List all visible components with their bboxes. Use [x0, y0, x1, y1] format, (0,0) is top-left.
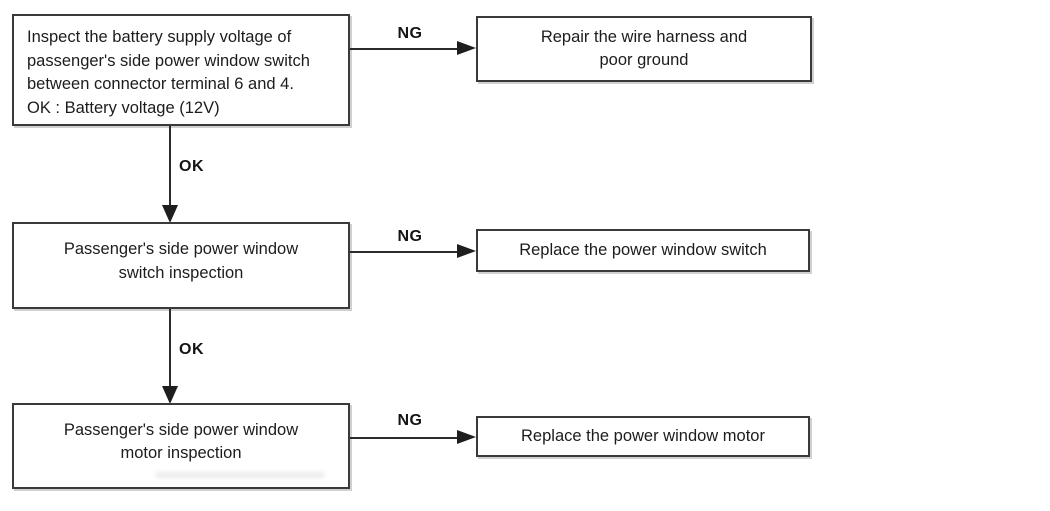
result-text: Repair the wire harness and poor ground	[540, 27, 748, 70]
ng-arrow-line	[350, 48, 457, 50]
ok-arrow-line	[169, 309, 171, 387]
result-text: Replace the power window motor	[521, 426, 765, 445]
ng-label: NG	[397, 228, 423, 245]
result-text: Replace the power window switch	[519, 240, 767, 259]
ng-label: NG	[397, 412, 423, 429]
scan-artifact	[155, 472, 325, 478]
result-box-replace-window-switch: Replace the power window switch	[476, 229, 810, 272]
step-box-battery-voltage-inspection: Inspect the battery supply voltage of pa…	[12, 14, 350, 126]
step-text: Passenger's side power window motor insp…	[63, 420, 299, 463]
step-box-window-switch-inspection: Passenger's side power window switch ins…	[12, 222, 350, 309]
ng-arrow-line	[350, 437, 457, 439]
result-box-repair-wire-harness: Repair the wire harness and poor ground	[476, 16, 812, 82]
step-box-window-motor-inspection: Passenger's side power window motor insp…	[12, 403, 350, 489]
right-arrowhead-icon	[457, 244, 476, 258]
step-text: Inspect the battery supply voltage of pa…	[27, 28, 310, 117]
step-text: Passenger's side power window switch ins…	[63, 240, 299, 282]
right-arrowhead-icon	[457, 430, 476, 444]
down-arrowhead-icon	[162, 205, 178, 223]
result-box-replace-window-motor: Replace the power window motor	[476, 416, 810, 457]
ok-label: OK	[179, 158, 204, 175]
ng-label: NG	[397, 25, 423, 42]
ok-arrow-line	[169, 126, 171, 206]
down-arrowhead-icon	[162, 386, 178, 404]
ng-arrow-line	[350, 251, 457, 253]
right-arrowhead-icon	[457, 41, 476, 55]
ok-label: OK	[179, 341, 204, 358]
